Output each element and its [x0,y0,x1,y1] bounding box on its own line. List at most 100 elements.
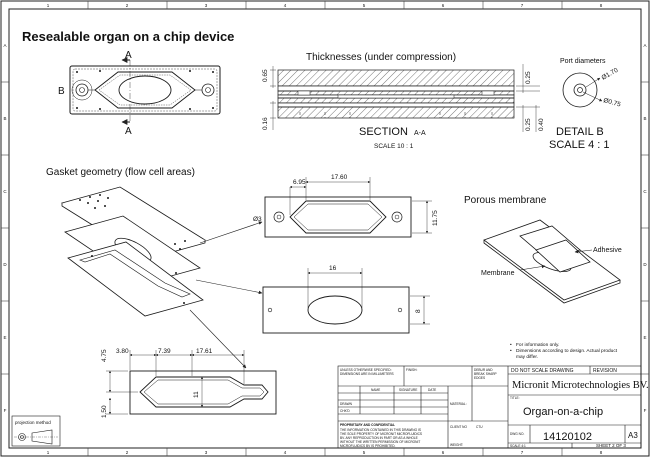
border-num-bottom-6: 6 [442,450,445,455]
border-letter-right-b: B [643,116,646,121]
tb-scale: SCALE 4:1 [510,444,526,448]
dim-section-025-top: 0.25 [525,71,532,84]
gasket-cell-3 [106,350,277,415]
border-letter-left-a: A [3,43,6,48]
tb-proprietary-2: THE SOLE PROPERTY OF MICRONIT MICROFLUID… [340,432,422,436]
dim-cell3-739: 7.39 [158,348,171,355]
tb-weight: WEIGHT: [450,443,463,447]
tb-client-value: CTU [476,425,483,429]
projection-box [11,415,61,447]
projection-label: projection method [15,420,51,425]
border-num-top-6: 6 [442,3,445,8]
drawing-main-title: Resealable organ on a chip device [22,29,234,44]
dim-cell1-695: 6.95 [293,179,306,186]
section-label-suffix: A-A [414,130,426,137]
tb-col-name: NAME [371,388,380,392]
tb-col-date: DATE [428,388,436,392]
note-1: For information only. [516,342,559,348]
note-2: Dimensions according to design. Actual p… [516,348,618,354]
section-heading: Thicknesses (under compression) [306,52,456,63]
border-num-top-1: 1 [47,3,50,8]
dim-section-016: 0.16 [262,117,269,130]
border-num-top-2: 2 [126,3,129,8]
chip-top-view [69,57,221,125]
dim-cell1-d3: Ø3 [253,216,262,223]
tb-proprietary-1: THE INFORMATION CONTAINED IN THIS DRAWIN… [340,428,421,432]
tb-sheet-size: A3 [628,431,638,440]
border-letter-right-d: D [643,262,647,267]
tb-proprietary-4: WITHOUT THE WRITTEN PERMISSION OF MICRON… [340,440,420,444]
dim-section-065: 0.65 [262,69,269,82]
dim-section-040: 0.40 [538,118,545,131]
section-label: SECTION [359,126,408,138]
tb-row-drawn: DRAWN [340,402,353,406]
dim-cell3-475: 4.75 [101,349,108,362]
tb-proprietary-heading: PROPRIETARY AND CONFIDENTIAL [340,423,395,427]
title-block-text: UNLESS OTHERWISE SPECIFIED: DIMENSIONS A… [340,368,526,448]
tb-proprietary-3: BV. ANY REPRODUCTION IN PART OR AS A WHO… [340,436,418,440]
gasket-cell-1 [264,177,432,238]
tb-finish: FINISH: [406,368,417,372]
dim-cell3-11: 11 [193,391,200,398]
border-letter-left-e: E [3,335,6,340]
section-view [270,64,540,132]
detail-label: DETAIL B [556,126,604,138]
section-marker-bottom: A [125,126,132,137]
gasket-exploded-view [61,186,206,317]
gasket-leader-lines [189,221,263,369]
border-num-bottom-2: 2 [126,450,129,455]
border-num-bottom-4: 4 [284,450,287,455]
border-letter-left-c: C [3,189,7,194]
dim-cell3-380: 3.80 [116,348,129,355]
dim-cell1-1175: 11.75 [432,210,439,226]
border-letter-right-a: A [643,43,646,48]
border-num-bottom-5: 5 [363,450,366,455]
border-letter-right-c: C [643,189,647,194]
tb-deburr-2: BREAK SHARP [474,372,497,376]
border-letter-right-f: F [644,408,647,413]
tb-deburr-3: EDGES [474,376,485,380]
border-letter-right-e: E [643,335,646,340]
membrane-label-adhesive: Adhesive [593,247,622,254]
detail-view [562,72,603,108]
dim-cell2-8: 8 [415,309,422,313]
gasket-heading: Gasket geometry (flow cell areas) [46,167,195,178]
border-num-bottom-7: 7 [521,450,524,455]
border-num-top-5: 5 [363,3,366,8]
membrane-view [483,219,621,304]
dim-cell1-1760: 17.60 [331,174,348,181]
title-block [337,365,642,449]
tb-company: Micronit Microtechnologies BV. [512,380,649,391]
tb-proprietary-5: MICROFLUIDICS BV IS PROHIBITED. [340,444,396,448]
membrane-heading: Porous membrane [464,195,547,206]
dim-port-075: Ø0.75 [602,97,621,108]
tb-do-not-scale: DO NOT SCALE DRAWING [511,368,574,374]
tb-row-checked: CHK'D [340,409,350,413]
dim-cell2-16: 16 [329,265,337,272]
border-num-top-4: 4 [284,3,287,8]
tb-client-no: CLIENT NO [450,425,467,429]
tb-drawing-number: 14120102 [543,431,592,443]
border-num-bottom-1: 1 [47,450,50,455]
detail-marker: B [58,86,65,97]
border-num-top-3: 3 [205,3,208,8]
section-marker-top: A [125,50,132,61]
tb-dwg-no-label: DWG NO. [510,432,524,436]
dim-section-025-bottom: 0.25 [525,118,532,131]
border-letter-left-d: D [3,262,7,267]
section-scale: SCALE 10 : 1 [374,143,414,150]
border-letter-left-f: F [4,408,7,413]
border-num-bottom-8: 8 [600,450,603,455]
dim-cell3-150: 1.50 [101,405,108,418]
tb-unless-1: UNLESS OTHERWISE SPECIFIED: [340,368,392,372]
tb-title-label: TITLE: [510,396,520,400]
tb-revision: REVISION [593,368,617,374]
border-num-top-7: 7 [521,3,524,8]
tb-drawing-title: Organ-on-a-chip [523,406,603,418]
note-3: may differ. [516,354,538,360]
gasket-cell-2 [262,268,430,334]
tb-deburr-1: DEBUR AND [474,368,493,372]
dim-cell3-1761: 17.61 [196,348,213,355]
